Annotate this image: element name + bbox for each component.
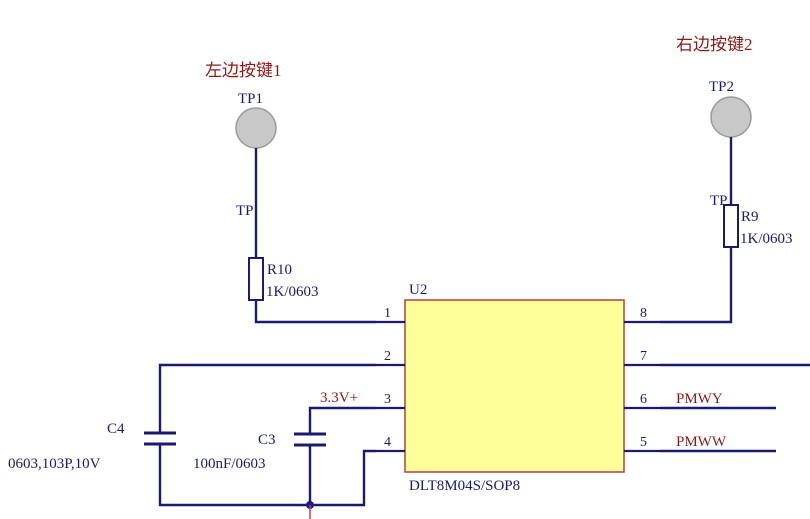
- r10-value-label: 1K/0603: [266, 284, 319, 300]
- ic-ref-label: U2: [409, 282, 427, 298]
- ic-pin6-number: 6: [640, 392, 647, 407]
- pin8-net-wire: [660, 247, 733, 324]
- tp1-ref-label: TP1: [238, 91, 263, 107]
- right-button-label: 右边按键2: [676, 35, 753, 54]
- ic-pin4-number: 4: [384, 435, 391, 450]
- tp2-ref-label: TP2: [709, 79, 734, 95]
- ic-part-label: DLT8M04S/SOP8: [409, 478, 520, 494]
- vcc-net-label: 3.3V+: [320, 390, 358, 406]
- ic-pin8-number: 8: [640, 306, 647, 321]
- tp2-testpoint[interactable]: [710, 96, 752, 138]
- c3-value-label: 100nF/0603: [193, 456, 266, 472]
- ground-net-wire: [158, 444, 310, 507]
- r9-ref-label: R9: [741, 209, 759, 225]
- pin2-net-wire: [158, 363, 376, 432]
- ic-pin2-number: 2: [384, 349, 391, 364]
- c3-ref-label: C3: [258, 432, 276, 448]
- tp1-testpoint[interactable]: [235, 107, 277, 149]
- r9-value-label: 1K/0603: [740, 231, 793, 247]
- c4-ref-label: C4: [107, 421, 125, 437]
- pin3-net-wire: [308, 406, 376, 433]
- ic-pin3-number: 3: [384, 392, 391, 407]
- r10-resistor-body[interactable]: [248, 257, 264, 301]
- r10-ref-label: R10: [267, 262, 292, 278]
- pmwy-net-label: PMWY: [676, 391, 723, 407]
- tp1-stub-label: TP: [236, 203, 254, 219]
- ic-u2-body[interactable]: [404, 299, 625, 473]
- c4-value-label: 0603,103P,10V: [8, 456, 101, 472]
- pin4-net-wire: [310, 449, 376, 507]
- pmww-net-label: PMWW: [676, 434, 727, 450]
- pin1-net-wire: [254, 300, 376, 324]
- ic-pin1-number: 1: [384, 306, 391, 321]
- r9-resistor-body[interactable]: [723, 204, 739, 248]
- ic-pin7-number: 7: [640, 349, 647, 364]
- ic-pin5-number: 5: [640, 435, 647, 450]
- left-button-label: 左边按键1: [205, 61, 282, 80]
